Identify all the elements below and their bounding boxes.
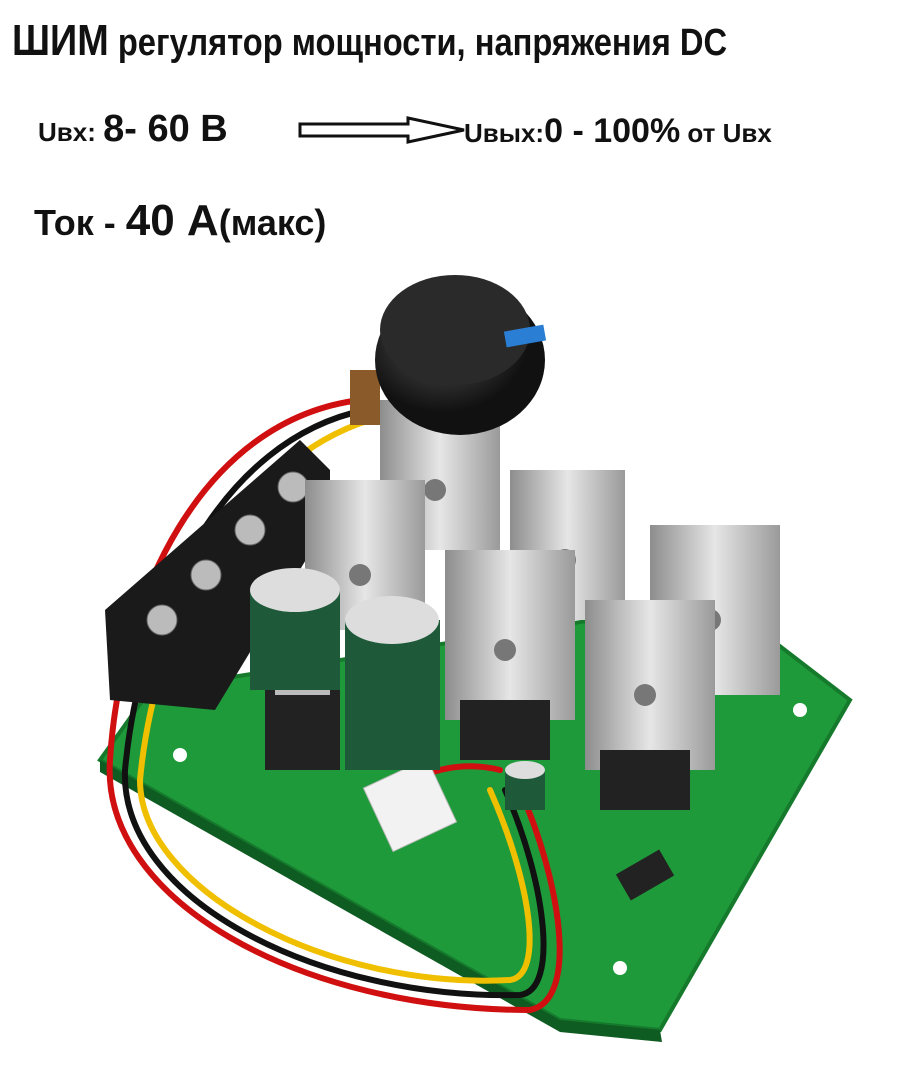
output-label: Uвых: [464,118,545,148]
page-title: ШИМ регулятор мощности, напряжения DC [12,16,727,66]
output-value: 0 - 100% [544,112,681,150]
terminal-block [105,440,330,710]
output-voltage: Uвых:0 - 100% от Uвх [464,112,772,151]
pwm-controller-photo [97,275,853,1042]
current-label: Ток - [34,202,116,243]
output-suffix: от Uвх [687,118,772,148]
current-suffix: (макс) [218,202,327,243]
title-main: ШИМ [12,16,109,65]
capacitors [250,568,545,810]
potentiometer-knob [350,275,547,435]
knob-marker [503,324,547,348]
connector [362,757,458,853]
title-rest: регулятор мощности, напряжения DC [117,22,728,64]
input-label: Uвх: [38,117,96,147]
max-current: Ток - 40 А(макс) [34,196,326,246]
current-value: 40 А [125,196,219,245]
input-voltage: Uвх: 8- 60 В [38,108,228,151]
input-value: 8- 60 В [103,108,228,150]
arrow-right-icon [298,116,465,144]
ic-chip [615,849,675,901]
